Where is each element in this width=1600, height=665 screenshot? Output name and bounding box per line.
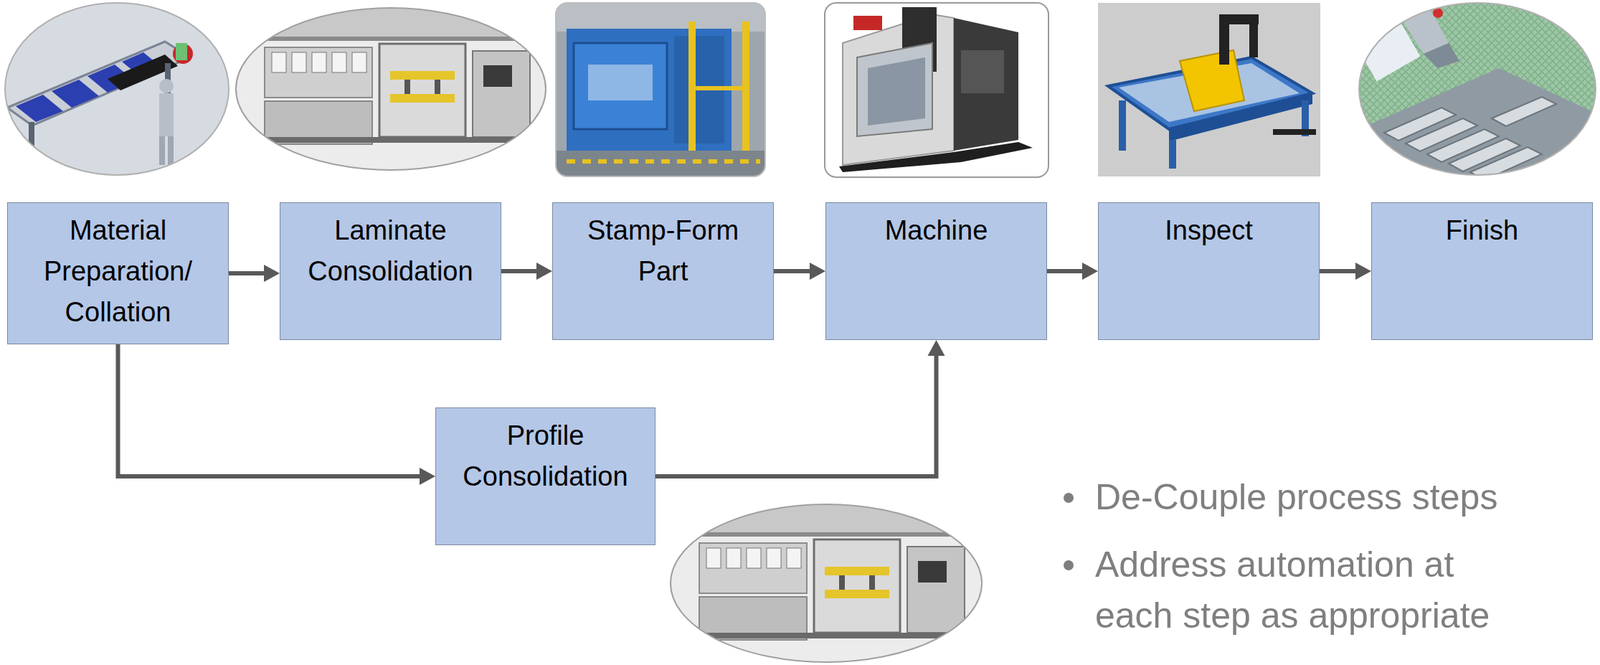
- bullet-note: De-Couple process steps: [1095, 471, 1526, 523]
- illustration-part: [1272, 129, 1317, 135]
- process-box: Finish: [1371, 202, 1593, 340]
- arrow-head: [1355, 262, 1372, 280]
- conveyor-illustration: [0, 0, 237, 180]
- arrow-head: [419, 467, 436, 485]
- photo-frame: [235, 7, 546, 170]
- illustration-part: [867, 57, 926, 126]
- illustration-part: [1491, 96, 1557, 127]
- illustration-part: [1355, 0, 1600, 180]
- illustration-part: [953, 17, 1019, 151]
- photo-frame: [670, 504, 982, 662]
- flow-arrow: [655, 339, 946, 477]
- illustration-part: [688, 86, 750, 91]
- photo-frame: [824, 2, 1049, 178]
- process-label: Stamp-Form Part: [564, 210, 762, 292]
- illustration-part: [857, 43, 933, 137]
- illustration-part: [51, 79, 99, 108]
- bullet-dot: [1063, 560, 1074, 571]
- illustration-part: [159, 93, 174, 137]
- illustration-part: [688, 21, 696, 173]
- arrow-head: [809, 262, 826, 280]
- flow-arrow: [118, 344, 437, 485]
- process-label: Material Preparation/ Collation: [19, 210, 217, 333]
- process-label: Laminate Consolidation: [291, 210, 490, 292]
- illustration-part: [1384, 96, 1557, 181]
- illustration-part: [1097, 2, 1321, 177]
- illustration-part: [555, 150, 766, 177]
- press-photo: [555, 2, 766, 177]
- illustration-part: [961, 50, 1005, 94]
- illustration-part: [1249, 14, 1258, 58]
- illustration-part: [167, 136, 174, 165]
- illustration-part: [15, 94, 64, 122]
- flow-arrow: [228, 264, 280, 282]
- process-label: Profile Consolidation: [447, 415, 644, 497]
- photo-frame: [1359, 2, 1596, 175]
- process-box: Inspect: [1097, 202, 1320, 340]
- process-box: Machine: [825, 202, 1048, 340]
- illustration-part: [1359, 68, 1600, 180]
- connector-line: [228, 271, 266, 276]
- arrow-head: [263, 264, 280, 282]
- consolidation-cell-photo: [235, 7, 546, 172]
- process-box: Laminate Consolidation: [279, 202, 502, 340]
- process-label: Finish: [1383, 210, 1581, 252]
- illustration-part: [824, 2, 1049, 178]
- process-box: Profile Consolidation: [435, 407, 656, 546]
- illustration-part: [742, 21, 750, 173]
- bullet-dot: [1063, 492, 1074, 503]
- illustration-part: [159, 136, 165, 165]
- illustration-part: [235, 7, 546, 172]
- flow-arrow: [1047, 262, 1098, 280]
- bullet-note: Address automation at each step as appro…: [1095, 539, 1526, 642]
- illustration-part: [853, 15, 883, 31]
- photo-frame: [555, 2, 766, 177]
- connector-line: [118, 344, 422, 477]
- illustration-part: [566, 159, 761, 164]
- process-box: Stamp-Form Part: [552, 202, 774, 340]
- inspection-gantry-illustration: [1097, 2, 1321, 177]
- illustration-part: [842, 14, 954, 165]
- flow-arrow: [773, 262, 826, 280]
- process-label: Inspect: [1110, 210, 1308, 252]
- illustration-part: [175, 43, 188, 61]
- flow-arrow: [501, 262, 553, 280]
- illustration-part: [0, 0, 237, 180]
- arrow-head: [928, 339, 946, 356]
- process-box: Material Preparation/ Collation: [7, 202, 229, 345]
- illustration-part: [573, 43, 667, 130]
- flow-arrow: [1319, 262, 1372, 280]
- illustration-part: [588, 64, 653, 101]
- cnc-machine-photo: [824, 2, 1049, 178]
- photo-frame: [5, 2, 229, 175]
- illustration-part: [159, 78, 174, 94]
- illustration-part: [1423, 43, 1460, 69]
- arrow-head: [1082, 262, 1098, 280]
- illustration-part: [1179, 50, 1245, 112]
- process-label: Machine: [837, 210, 1035, 252]
- arrow-head: [536, 262, 553, 280]
- finishing-photo: [1355, 0, 1600, 181]
- connector-line: [1319, 268, 1357, 274]
- illustration-part: [172, 43, 193, 64]
- connector-line: [773, 268, 812, 274]
- illustration-part: [1118, 100, 1126, 151]
- illustration-part: [1168, 139, 1177, 169]
- illustration-part: [555, 2, 766, 32]
- connector-line: [655, 354, 937, 477]
- illustration-part: [839, 141, 1033, 173]
- illustration-part: [555, 2, 766, 177]
- connector-line: [1047, 268, 1084, 274]
- connector-line: [501, 268, 538, 274]
